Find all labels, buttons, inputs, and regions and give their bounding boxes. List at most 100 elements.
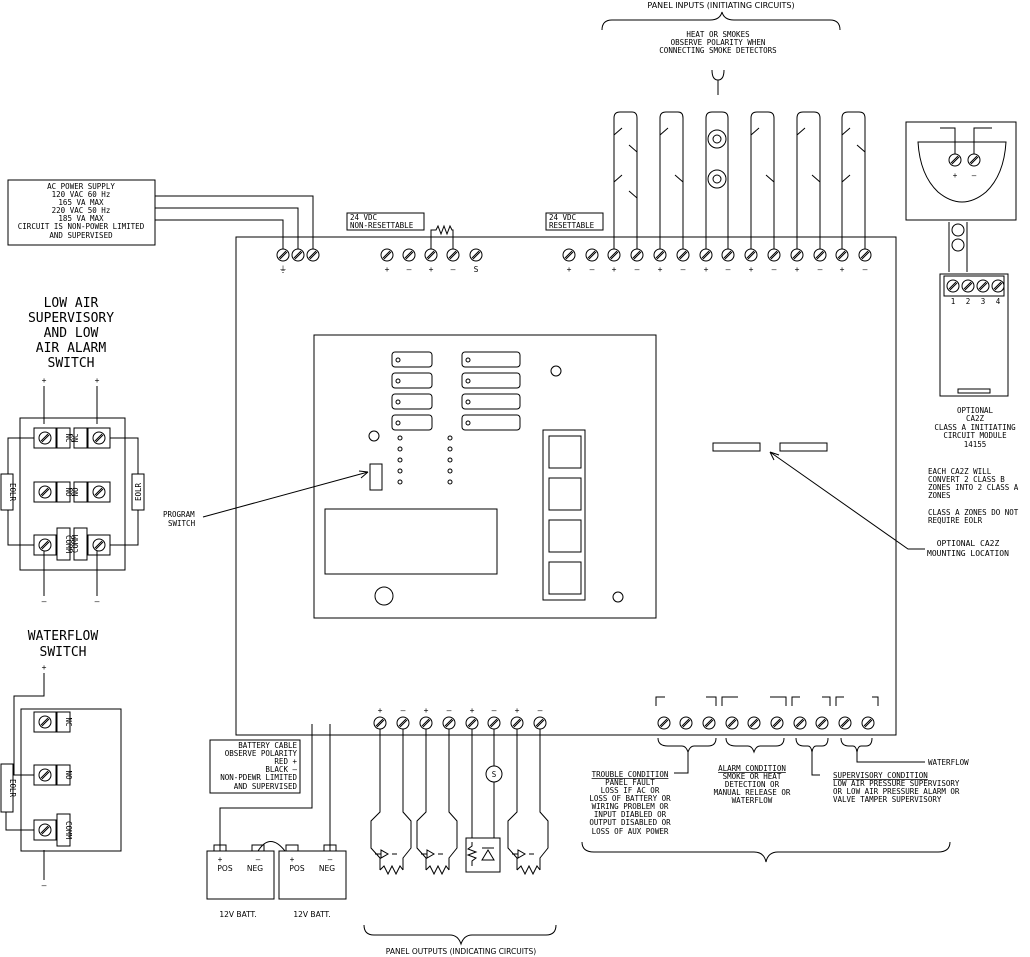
low-air-title-5: SWITCH: [48, 356, 95, 371]
ac-power-line-5: 185 VA MAX: [58, 214, 104, 223]
battery-2: [278, 850, 347, 900]
trouble-condition-title: TROUBLE CONDITION: [592, 770, 669, 779]
battery-note-5: NON-PDEWR LIMITED: [220, 773, 297, 782]
control-board: [313, 334, 657, 619]
supervisory-line-3: VALVE TAMPER SUPERVISORY: [833, 795, 942, 804]
battery-wiring: [219, 724, 331, 852]
output-mark-1: +: [378, 706, 383, 715]
panel-inputs-title: PANEL INPUTS (INITIATING CIRCUITS): [647, 1, 794, 10]
low-air-title-1: LOW AIR: [44, 296, 99, 311]
detectors-brace: [711, 69, 725, 95]
waterflow-switch-body: [20, 708, 122, 852]
initiating-device-4: [750, 111, 775, 249]
ca2z-eol-devices: [951, 223, 965, 252]
ac-power-wires: [155, 195, 314, 250]
strobe-symbol-circle: [485, 765, 503, 783]
battery-1-plus: +: [218, 855, 223, 864]
ca2z-detector-minus: –: [972, 171, 977, 180]
ca2z-caption-1: OPTIONAL: [957, 406, 994, 415]
battery-note-4: BLACK –: [265, 765, 297, 774]
waterflow-condition-label: WATERFLOW: [928, 758, 969, 767]
waterflow-eolr: [0, 763, 14, 813]
low-air-title-3: AND LOW: [44, 326, 99, 341]
trouble-leader: [674, 752, 689, 774]
battery-2-neg: NEG: [319, 864, 335, 873]
ac-power-box: [7, 179, 156, 246]
battery-note-3: RED +: [274, 757, 297, 766]
panel-outputs-brace: [363, 924, 557, 946]
alarm-line-2: DETECTION OR: [725, 780, 780, 789]
output-circuit-4: [507, 729, 549, 876]
display-window: [324, 508, 498, 575]
led-indicators: [368, 365, 624, 606]
low-air-title-2: SUPERVISORY: [28, 311, 114, 326]
ca2z-terminals: [946, 279, 1005, 293]
ca2z-note1-1: EACH CA2Z WILL: [928, 467, 992, 476]
battery-note-2: OBSERVE POLARITY: [225, 749, 298, 758]
program-switch-pointer: [202, 470, 369, 518]
relay-contact-braces: [657, 737, 873, 754]
supervisory-line-1: LOW AIR PRESSURE SUPERVISORY: [833, 779, 960, 788]
ca2z-module: [939, 273, 1009, 397]
output-terminals: [373, 716, 547, 730]
ca2z-note2-1: CLASS A ZONES DO NOT: [928, 508, 1019, 517]
output-mark-3: +: [424, 706, 429, 715]
low-air-eolr-label-left: EOLR: [8, 483, 17, 502]
low-air-contact-no-2: NO: [71, 487, 80, 497]
input-mark-6: –: [681, 265, 686, 274]
output-mark-5: +: [470, 706, 475, 715]
low-air-eolr-left: [0, 473, 14, 511]
program-switch-label-1: PROGRAM: [163, 510, 195, 519]
input-mark-11: +: [795, 265, 800, 274]
detectors-note-line-1: HEAT OR SMOKES: [686, 30, 750, 39]
battery-note-6: AND SUPERVISED: [234, 782, 298, 791]
battery-note-box: [209, 739, 301, 794]
battery-2-label: 12V BATT.: [293, 910, 330, 919]
low-air-contact-no-1: NO: [64, 487, 73, 497]
ground-symbol: ⏚: [279, 265, 287, 274]
aux-mark-2: –: [407, 265, 412, 274]
low-air-switch-body: [19, 417, 126, 571]
panel-inputs-brace: [601, 11, 841, 31]
output-mark-7: +: [515, 706, 520, 715]
battery-1-label: 12V BATT.: [219, 910, 256, 919]
battery-note-1: BATTERY CABLE: [238, 741, 297, 750]
trouble-line-6: OUTPUT DISABLED OR: [589, 818, 671, 827]
low-air-plus-2: +: [95, 376, 100, 385]
non-resettable-line-1: 24 VDC: [350, 213, 377, 222]
initiating-device-6: [841, 111, 866, 249]
relay-contact-brackets: [655, 696, 879, 706]
resettable-line-1: 24 VDC: [549, 213, 576, 222]
main-panel-enclosure: [235, 236, 897, 736]
trouble-line-3: LOSS OF BATTERY OR: [589, 794, 671, 803]
output-circuit-1: [370, 729, 412, 876]
ca2z-note1-4: ZONES: [928, 491, 951, 500]
low-air-title-4: AIR ALARM: [36, 341, 107, 356]
ca2z-terminal-1: 1: [951, 297, 956, 306]
ac-power-line-6: CIRCUIT IS NON-POWER LIMITED: [18, 222, 145, 231]
ca2z-terminal-4: 4: [996, 297, 1001, 306]
waterflow-contact-comm: COMM: [64, 821, 73, 840]
alarm-condition-title: ALARM CONDITION: [718, 764, 786, 773]
non-resettable-line-2: NON-RESETTABLE: [350, 221, 414, 230]
output-circuit-releasing: [465, 729, 501, 873]
output-mark-6: –: [492, 706, 497, 715]
waterflow-leader: [856, 752, 925, 763]
trouble-line-1: PANEL FAULT: [605, 778, 655, 787]
ac-power-line-7: AND SUPERVISED: [49, 231, 113, 240]
initiating-device-5: [796, 111, 821, 249]
low-air-contact-comm-1: COMM: [64, 535, 73, 554]
input-mark-9: +: [749, 265, 754, 274]
aux-mark-5: S: [474, 265, 479, 274]
battery-2-minus: –: [328, 855, 333, 864]
program-switch[interactable]: [369, 463, 383, 491]
trouble-line-2: LOSS IF AC OR: [601, 786, 660, 795]
ca2z-note1-3: ZONES INTO 2 CLASS A: [928, 483, 1019, 492]
low-air-eolr-label-right: EOLR: [134, 482, 143, 501]
supervisory-condition-title: SUPERVISORY CONDITION: [833, 771, 928, 780]
ca2z-wiring: [940, 127, 992, 272]
aux-mark-4: –: [451, 265, 456, 274]
output-circuit-2: [416, 729, 458, 876]
alarm-line-4: WATERFLOW: [732, 796, 773, 805]
input-mark-1: +: [567, 265, 572, 274]
